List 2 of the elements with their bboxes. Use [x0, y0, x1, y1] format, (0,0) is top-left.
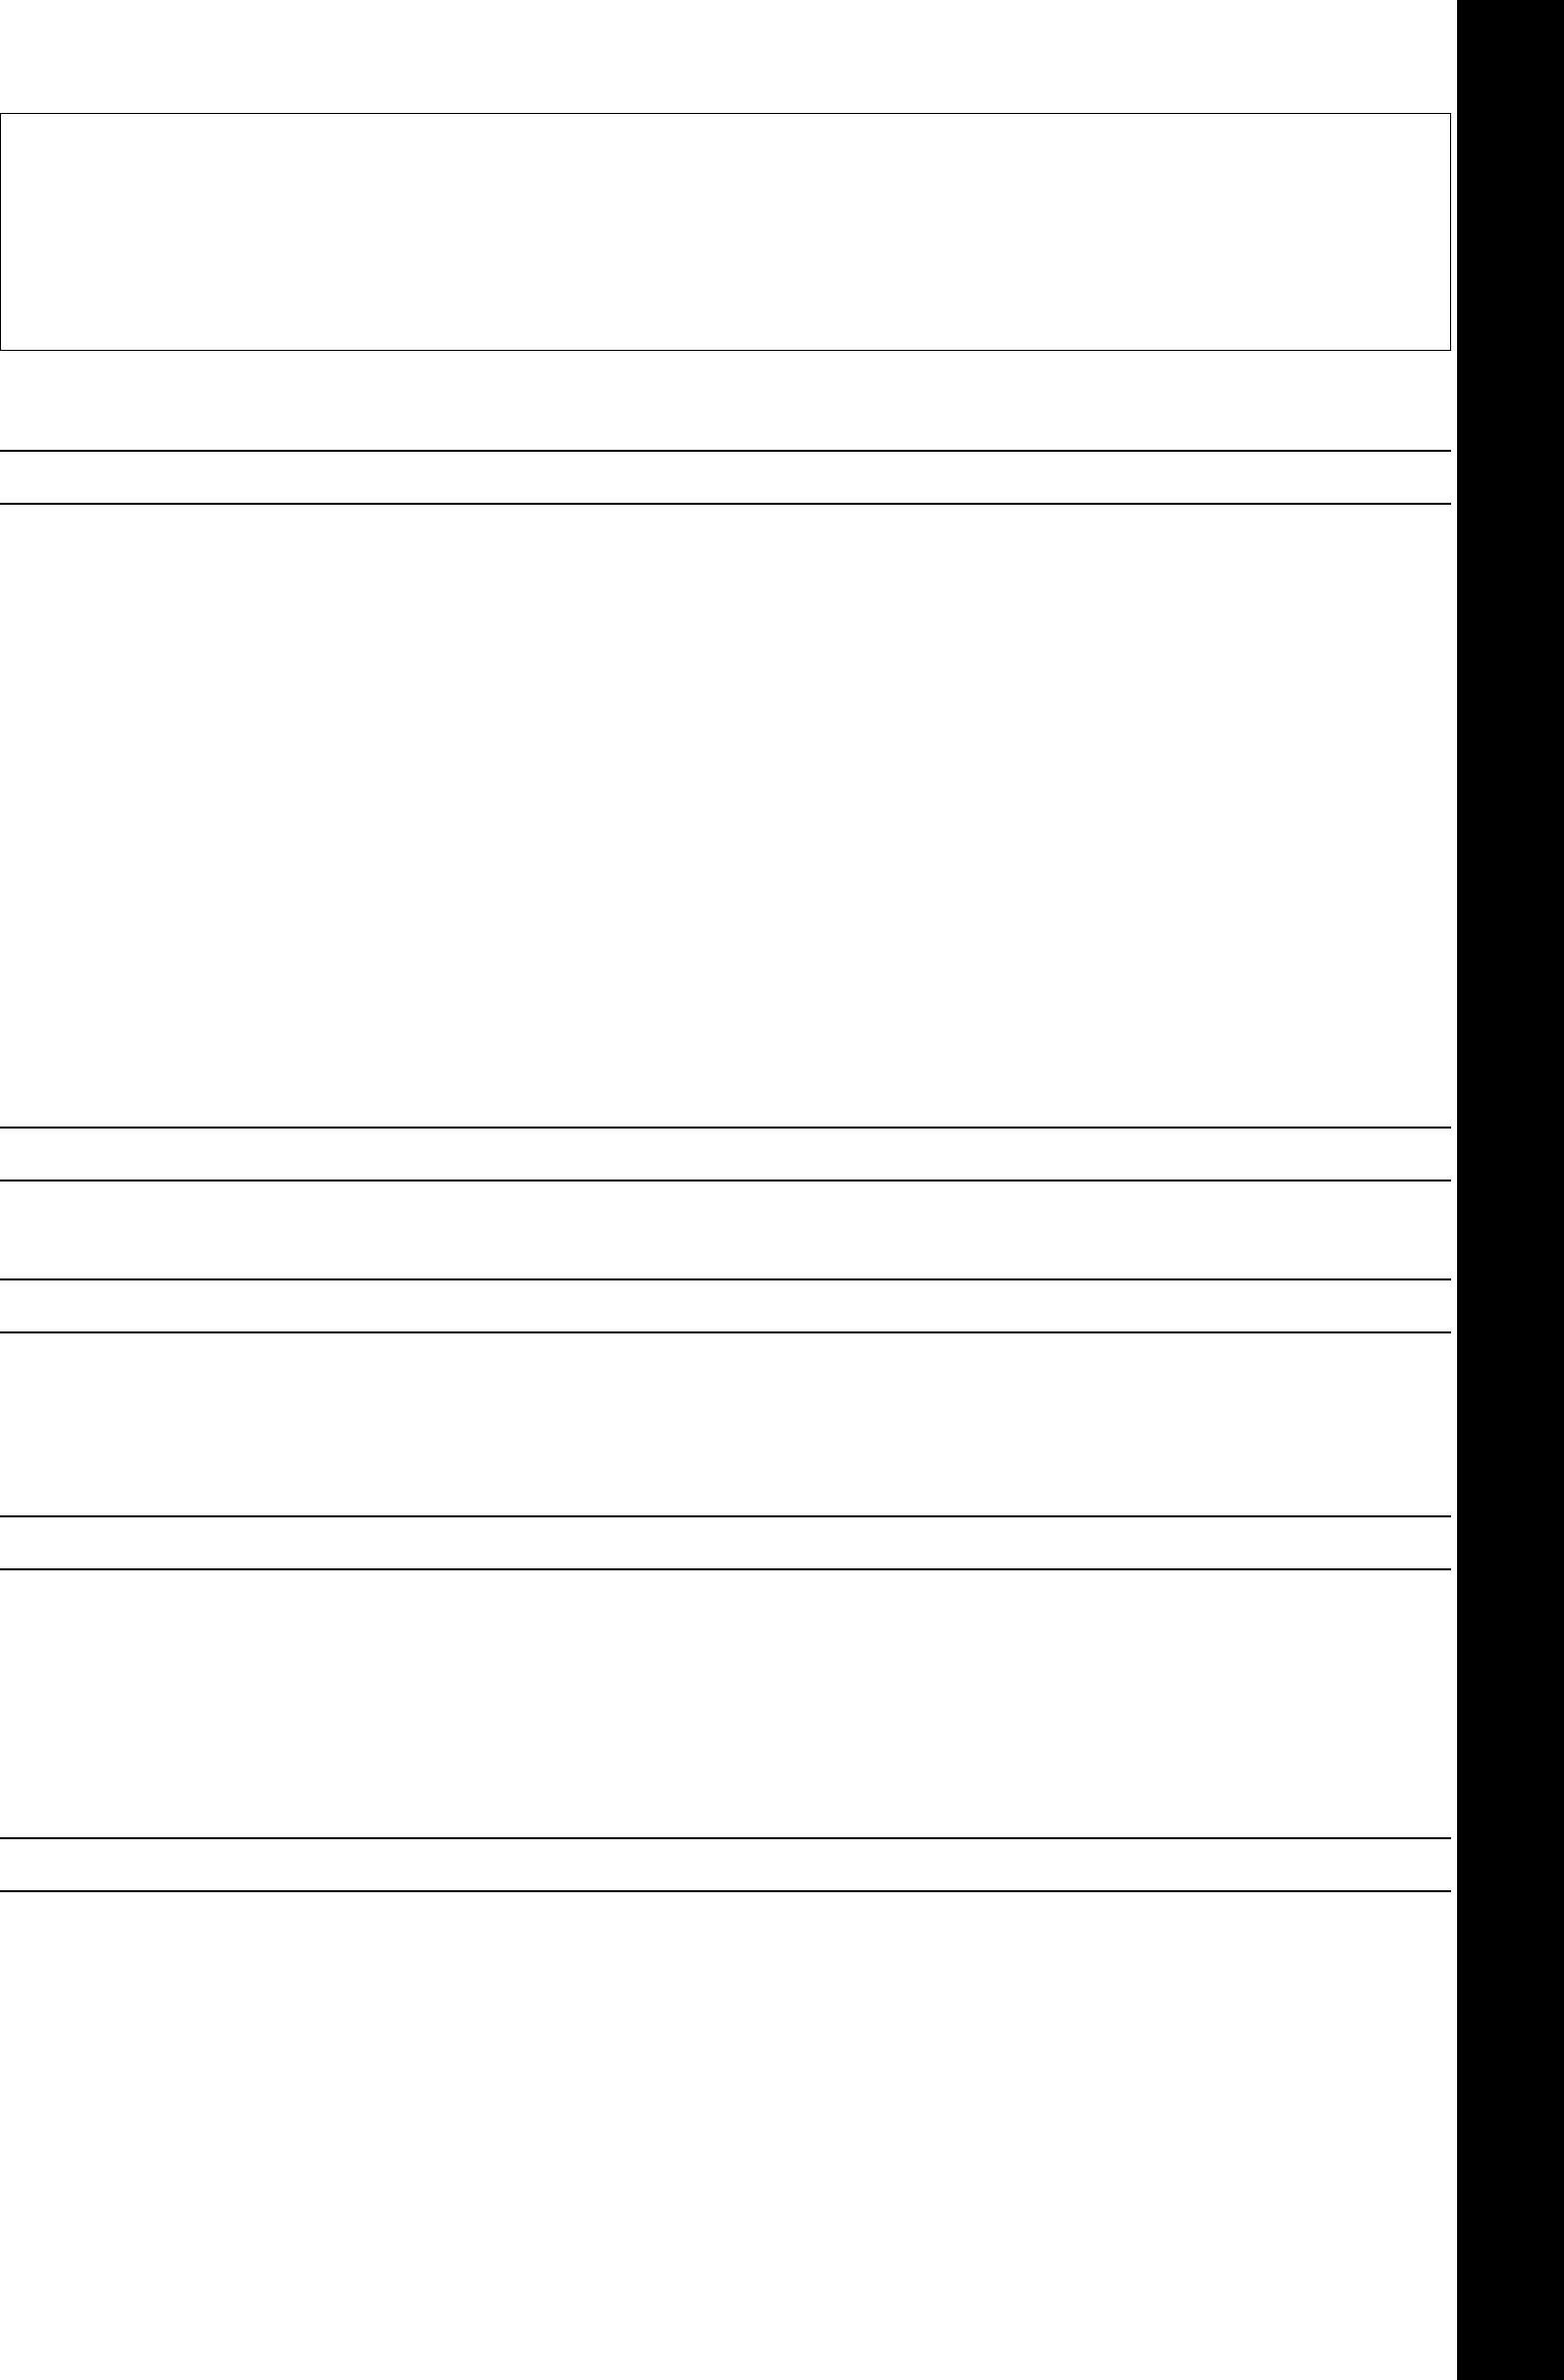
margin-bar [1457, 0, 1564, 2380]
empty-frame [0, 113, 1451, 351]
